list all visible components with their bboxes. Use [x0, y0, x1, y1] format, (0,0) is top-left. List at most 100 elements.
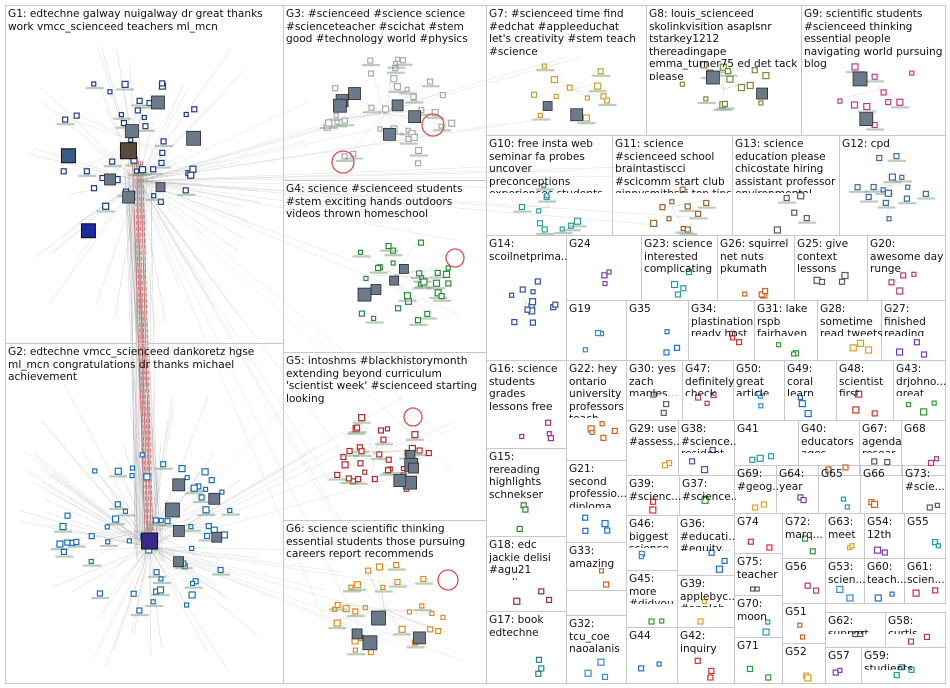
- node[interactable]: [188, 591, 196, 599]
- avatar-node[interactable]: [408, 462, 419, 474]
- node[interactable]: [420, 575, 427, 583]
- node[interactable]: [448, 119, 456, 127]
- node[interactable]: [90, 185, 98, 192]
- avatar-node[interactable]: [852, 71, 868, 87]
- node[interactable]: [871, 410, 878, 417]
- node[interactable]: [664, 329, 670, 335]
- node[interactable]: [390, 260, 396, 266]
- node[interactable]: [385, 242, 392, 250]
- node[interactable]: [836, 585, 844, 593]
- node[interactable]: [900, 272, 907, 279]
- node[interactable]: [756, 454, 764, 462]
- node[interactable]: [348, 584, 354, 590]
- node[interactable]: [888, 173, 897, 181]
- node[interactable]: [837, 667, 843, 673]
- hub-node-g2[interactable]: [141, 532, 159, 550]
- node[interactable]: [432, 279, 441, 287]
- avatar-node[interactable]: [383, 127, 396, 141]
- node[interactable]: [418, 107, 425, 114]
- node[interactable]: [669, 199, 675, 205]
- node[interactable]: [661, 462, 668, 469]
- node[interactable]: [156, 586, 165, 594]
- node[interactable]: [425, 449, 432, 457]
- node[interactable]: [102, 202, 110, 210]
- node[interactable]: [111, 515, 120, 523]
- node[interactable]: [719, 63, 727, 71]
- node[interactable]: [118, 112, 125, 118]
- node[interactable]: [334, 471, 341, 479]
- avatar-node[interactable]: [186, 130, 202, 146]
- node[interactable]: [854, 184, 861, 191]
- node[interactable]: [752, 504, 759, 511]
- node[interactable]: [670, 280, 679, 289]
- node[interactable]: [797, 394, 804, 401]
- node[interactable]: [552, 301, 559, 308]
- node[interactable]: [746, 665, 754, 673]
- node[interactable]: [907, 638, 915, 645]
- node[interactable]: [742, 291, 748, 297]
- node[interactable]: [121, 80, 129, 88]
- node[interactable]: [776, 342, 782, 348]
- node[interactable]: [546, 431, 552, 437]
- node[interactable]: [158, 576, 164, 582]
- node[interactable]: [358, 448, 365, 455]
- node[interactable]: [600, 434, 607, 441]
- node[interactable]: [865, 193, 872, 201]
- node[interactable]: [333, 112, 339, 119]
- node[interactable]: [394, 578, 401, 586]
- node[interactable]: [334, 601, 341, 609]
- node[interactable]: [160, 461, 167, 468]
- node[interactable]: [798, 400, 806, 408]
- node[interactable]: [758, 291, 765, 298]
- node[interactable]: [899, 174, 905, 180]
- node[interactable]: [856, 339, 865, 347]
- avatar-node[interactable]: [155, 182, 166, 193]
- node[interactable]: [933, 456, 940, 462]
- node[interactable]: [749, 456, 756, 463]
- node[interactable]: [791, 209, 798, 216]
- node[interactable]: [434, 289, 442, 297]
- node[interactable]: [142, 123, 149, 130]
- node[interactable]: [367, 648, 375, 656]
- node[interactable]: [850, 101, 859, 109]
- node[interactable]: [758, 100, 764, 106]
- node[interactable]: [804, 410, 812, 418]
- node[interactable]: [601, 272, 608, 279]
- node[interactable]: [584, 669, 592, 677]
- node[interactable]: [183, 111, 189, 118]
- node[interactable]: [445, 265, 451, 271]
- node[interactable]: [410, 133, 418, 142]
- node[interactable]: [884, 458, 891, 466]
- node[interactable]: [905, 184, 911, 190]
- node[interactable]: [896, 98, 904, 106]
- node[interactable]: [761, 287, 769, 295]
- node[interactable]: [405, 135, 412, 143]
- node[interactable]: [419, 603, 425, 609]
- node[interactable]: [184, 474, 190, 481]
- node[interactable]: [414, 160, 422, 167]
- node[interactable]: [139, 452, 145, 458]
- avatar-node[interactable]: [151, 95, 165, 110]
- node[interactable]: [403, 292, 412, 300]
- node[interactable]: [158, 159, 165, 167]
- node[interactable]: [427, 78, 434, 85]
- node[interactable]: [920, 408, 928, 416]
- node[interactable]: [905, 402, 912, 408]
- node[interactable]: [334, 119, 340, 125]
- node[interactable]: [529, 319, 536, 326]
- node[interactable]: [767, 453, 775, 460]
- hub-node-g1[interactable]: [119, 142, 137, 160]
- node[interactable]: [765, 619, 771, 625]
- node[interactable]: [133, 168, 140, 174]
- node[interactable]: [202, 506, 210, 514]
- node[interactable]: [368, 104, 375, 111]
- node[interactable]: [122, 508, 129, 514]
- avatar-node[interactable]: [362, 635, 378, 651]
- node[interactable]: [130, 590, 137, 597]
- node[interactable]: [151, 193, 157, 199]
- node[interactable]: [701, 496, 709, 504]
- node[interactable]: [597, 68, 604, 75]
- node[interactable]: [353, 424, 361, 431]
- node[interactable]: [62, 116, 69, 123]
- node[interactable]: [913, 339, 920, 346]
